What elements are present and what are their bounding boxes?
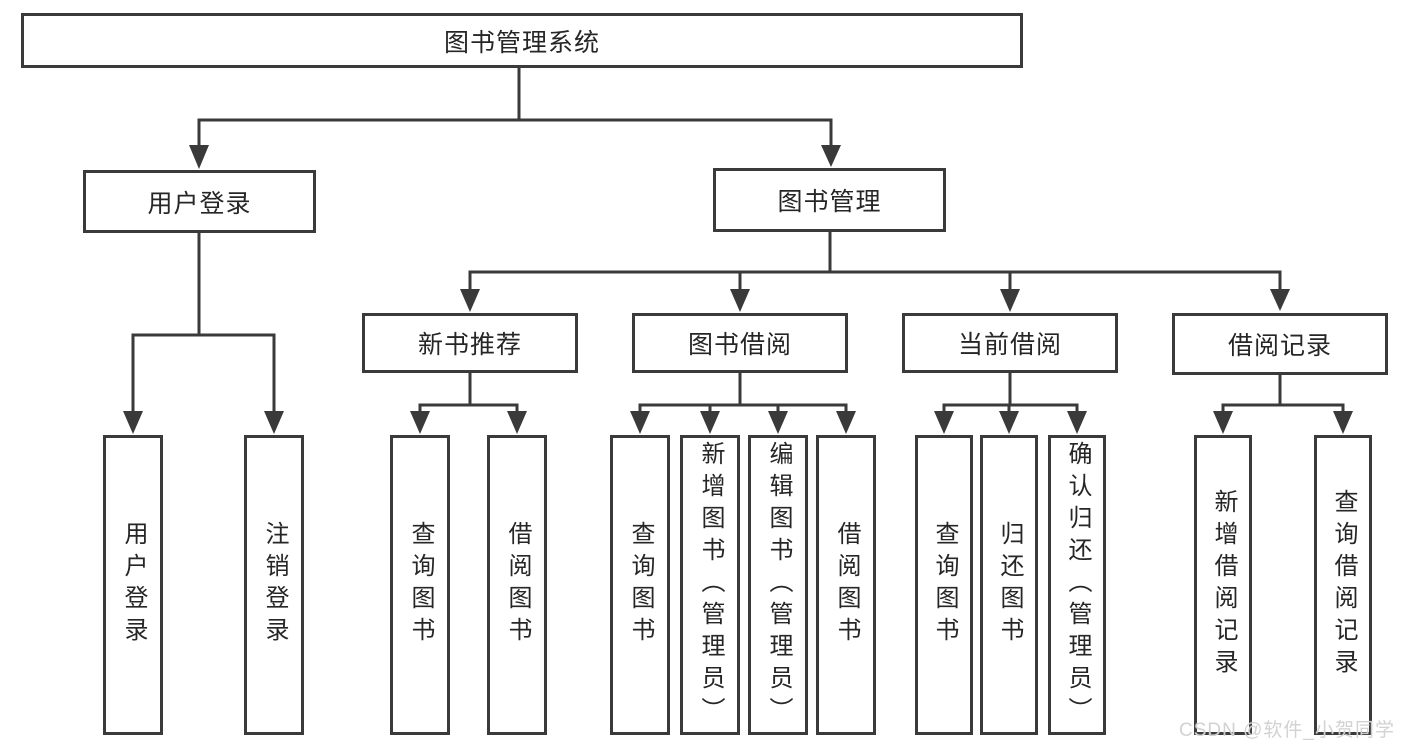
node-label: 图书管理系统 — [443, 28, 600, 57]
node-label: 归还图书 — [996, 521, 1023, 649]
node-label: 新增图书（管理员） — [697, 441, 724, 729]
node-label: 确认归还（管理员） — [1064, 441, 1091, 729]
node-label: 查询图书 — [407, 521, 434, 649]
node-label: 查询图书 — [627, 521, 654, 649]
leaf-edit-book-admin: 编辑图书（管理员） — [748, 435, 808, 735]
node-label: 借阅图书 — [833, 521, 860, 649]
node-current-borrow: 当前借阅 — [902, 313, 1118, 373]
node-book-management: 图书管理 — [713, 168, 946, 232]
leaf-query-borrow-record: 查询借阅记录 — [1314, 435, 1372, 735]
node-label: 编辑图书（管理员） — [765, 441, 792, 729]
leaf-user-login: 用户登录 — [103, 435, 163, 735]
csdn-watermark: CSDN @软件_小贺同学 — [1179, 720, 1395, 741]
leaf-return-book: 归还图书 — [980, 435, 1038, 735]
arrowheads — [123, 145, 1353, 434]
node-new-book-recommend: 新书推荐 — [362, 313, 578, 373]
node-user-login: 用户登录 — [83, 170, 316, 233]
node-root-system: 图书管理系统 — [21, 13, 1023, 68]
node-label: 借阅图书 — [504, 521, 531, 649]
node-book-borrow: 图书借阅 — [632, 313, 848, 373]
leaf-query-book-current: 查询图书 — [915, 435, 973, 735]
node-label: 注销登录 — [261, 521, 288, 649]
leaf-add-book-admin: 新增图书（管理员） — [680, 435, 740, 735]
node-label: 当前借阅 — [957, 331, 1062, 359]
leaf-logout: 注销登录 — [244, 435, 304, 735]
leaf-confirm-return-admin: 确认归还（管理员） — [1048, 435, 1106, 735]
leaf-add-borrow-record: 新增借阅记录 — [1194, 435, 1252, 735]
leaf-borrow-book-recommend: 借阅图书 — [487, 435, 547, 735]
node-label: 新增借阅记录 — [1210, 489, 1237, 681]
node-label: 查询图书 — [931, 521, 958, 649]
node-label: 用户登录 — [120, 521, 147, 649]
leaf-query-book-borrow: 查询图书 — [610, 435, 670, 735]
node-label: 图书管理 — [777, 188, 882, 216]
leaf-query-book-recommend: 查询图书 — [390, 435, 450, 735]
node-label: 借阅记录 — [1227, 332, 1332, 360]
node-label: 图书借阅 — [687, 331, 792, 359]
node-borrow-record: 借阅记录 — [1172, 313, 1388, 375]
node-label: 用户登录 — [147, 189, 252, 218]
node-label: 查询借阅记录 — [1330, 489, 1357, 681]
node-label: 新书推荐 — [417, 331, 522, 359]
leaf-borrow-book: 借阅图书 — [816, 435, 876, 735]
